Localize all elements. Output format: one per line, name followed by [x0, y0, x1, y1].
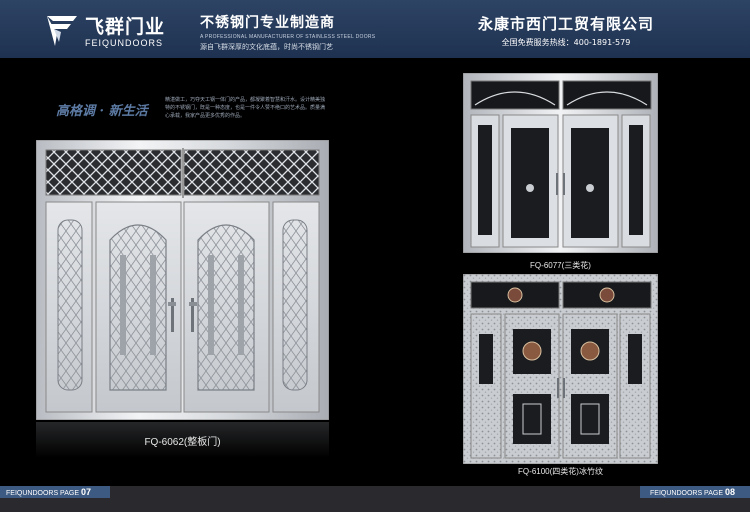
catalog-header: 飞群门业 FEIQUNDOORS 不锈钢门专业制造商 A PROFESSIONA… [0, 0, 750, 58]
logo-mark-icon [47, 16, 77, 46]
page-label-left: FEIQUNDOORS PAGE [6, 490, 79, 497]
hotline-text: 全国免费服务热线：400-1891-579 [501, 38, 631, 47]
brand-name-en: FEIQUNDOORS [85, 38, 164, 48]
banner-title: 高格调 · 新生活 [56, 104, 148, 119]
caption-fq6077: FQ-6077(三类花) [530, 261, 591, 270]
footer-bar-left [0, 486, 110, 498]
page-label-right: FEIQUNDOORS PAGE [650, 490, 723, 497]
slogan-block: 不锈钢门专业制造商 A PROFESSIONAL MANUFACTURER OF… [200, 12, 375, 52]
door-reflection [36, 422, 329, 458]
footer-bar-right [640, 486, 750, 498]
page-num-right: 08 [724, 487, 735, 497]
company-name: 永康市西门工贸有限公司 [477, 15, 654, 33]
intro-paragraph: 精湛做工，巧夺天工钢一体门的产品，都凝聚着智慧和汗水。设计精美独特的不锈钢门，既… [165, 97, 326, 119]
slogan-sub: 源自飞群深厚的文化底蕴，时尚不锈钢门艺 [200, 43, 333, 51]
brand-name-cn: 飞群门业 [85, 16, 166, 38]
catalog-footer: FEIQUNDOORS PAGE 07 FEIQUNDOORS PAGE 08 [0, 486, 750, 512]
page-number-right: FEIQUNDOORS PAGE 08 [650, 487, 735, 497]
page-num-left: 07 [80, 487, 91, 497]
slogan-english: A PROFESSIONAL MANUFACTURER OF STAINLESS… [200, 34, 376, 40]
door-image-fq6100 [463, 274, 658, 464]
company-block: 永康市西门工贸有限公司 全国免费服务热线：400-1891-579 [476, 13, 656, 48]
caption-fq6062: FQ-6062(整板门) [144, 437, 221, 448]
caption-fq6100: FQ-6100(四类花)冰竹纹 [518, 467, 603, 476]
door-image-fq6062 [36, 140, 329, 420]
slogan-main: 不锈钢门专业制造商 [200, 15, 335, 31]
door-image-fq6077 [463, 73, 658, 253]
page-number-left: FEIQUNDOORS PAGE 07 [6, 487, 91, 497]
